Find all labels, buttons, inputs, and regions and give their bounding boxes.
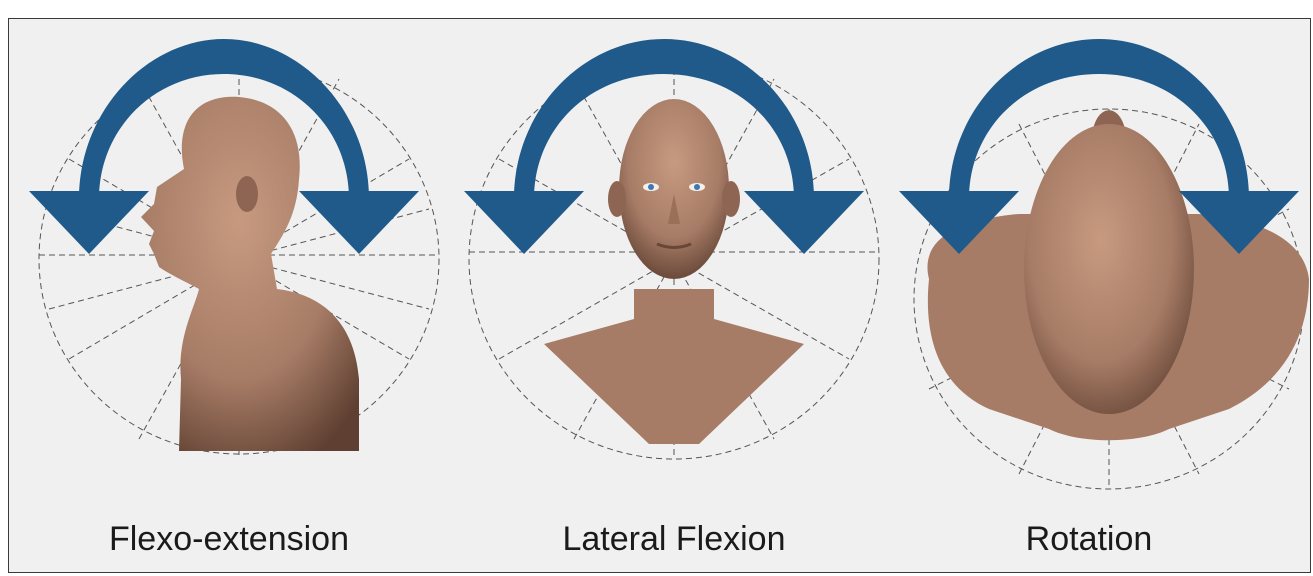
panel-flexo-extension: Flexo-extension xyxy=(9,19,449,574)
panel-rotation: Rotation xyxy=(869,19,1309,574)
lateral-flexion-illustration xyxy=(454,19,894,519)
human-top-figure xyxy=(927,110,1309,440)
label-lateral-flexion: Lateral Flexion xyxy=(454,519,894,559)
figure-frame: Flexo-extension xyxy=(8,18,1311,573)
rotation-illustration xyxy=(869,19,1309,519)
label-flexo-extension: Flexo-extension xyxy=(9,519,449,559)
flexo-extension-illustration xyxy=(9,19,449,519)
human-side-figure xyxy=(141,97,359,451)
panel-lateral-flexion: Lateral Flexion xyxy=(454,19,894,574)
label-rotation: Rotation xyxy=(869,519,1309,559)
human-front-figure xyxy=(544,99,804,444)
ear xyxy=(236,176,258,212)
